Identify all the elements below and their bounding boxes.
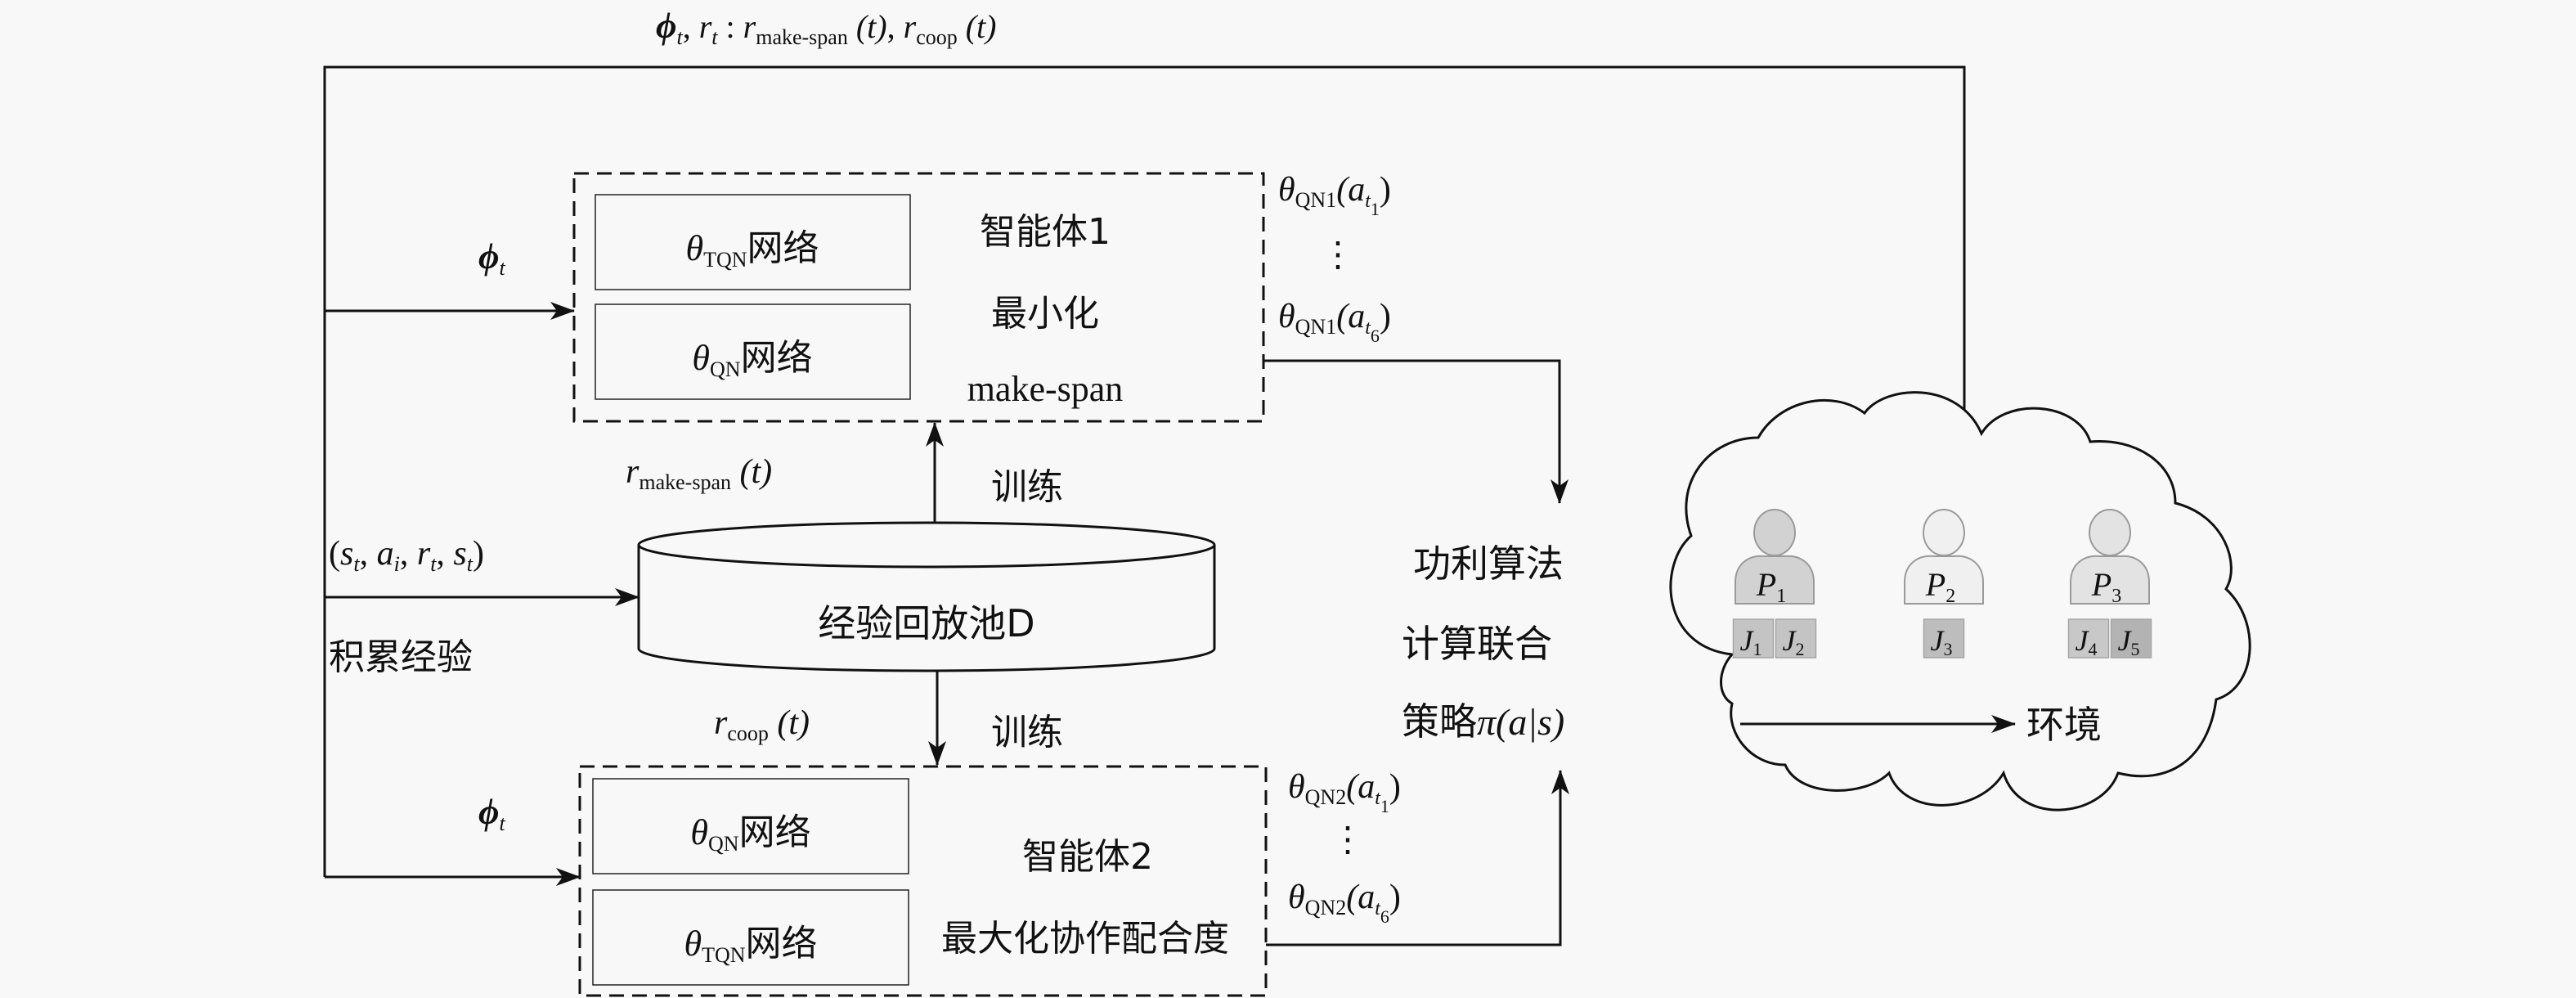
job-box-1: J1 [1732, 618, 1775, 659]
job-box-rect [1732, 618, 1775, 659]
agent1-output-ellipsis: ⋮ [1321, 236, 1355, 274]
agent2-output-ellipsis: ⋮ [1331, 821, 1365, 859]
agent2-output-q6: θQN2(at6) [1288, 879, 1401, 927]
job-label: J5 [2118, 624, 2140, 659]
agent2-qn-network-box [592, 778, 909, 874]
agent1-dashed-box [572, 172, 1265, 423]
person-body-icon [1735, 555, 1815, 605]
replay-buffer-body [637, 545, 1216, 672]
agent2-group: θQN网络 θTQN网络 智能体2 最大化协作配合度 [578, 765, 1268, 997]
phi-label-top: ϕt [478, 236, 505, 280]
transition-tuple-label: (st, ai, rt, st) [329, 535, 484, 576]
train-label-down: 训练 [991, 712, 1063, 753]
agent1-output-q6: θQN1(at6) [1278, 298, 1391, 346]
person-label: P1 [1756, 566, 1786, 607]
job-box-rect [1775, 618, 1817, 659]
agent2-goal: 最大化协作配合度 [941, 918, 1229, 960]
agent1-goal-line1: 最小化 [991, 293, 1099, 335]
person-label: P3 [2091, 566, 2121, 607]
job-box-rect [2067, 618, 2110, 659]
job-box-rect [1923, 618, 1965, 659]
agent1-output-arrow [1263, 359, 1568, 504]
job-box-4: J4 [2067, 618, 2110, 659]
feedback-label: ϕt, rt : rmake-span (t), rcoop (t) [656, 6, 997, 49]
policy-line2: 计算联合 [1402, 622, 1552, 666]
person-head-icon [1753, 509, 1796, 556]
feedback-loop-line [323, 65, 1966, 877]
replay-buffer-top [637, 521, 1216, 569]
agent1-goal-line2: make-span [967, 369, 1124, 409]
accumulate-experience-label: 积累经验 [329, 636, 473, 678]
person-head-icon [1923, 509, 1965, 556]
environment-label: 环境 [2026, 703, 2102, 747]
phi-label-bottom: ϕt [478, 792, 505, 835]
agent2-tqn-network-box [592, 889, 909, 986]
agent2-output-arrow [1266, 770, 1569, 946]
person-body-icon [2070, 555, 2150, 605]
job-label: J4 [2076, 624, 2098, 659]
person-body-icon [1904, 555, 1984, 605]
reward-coop-label: rcoop (t) [714, 704, 810, 745]
job-label: J3 [1931, 624, 1953, 659]
agent2-output-q1: θQN2(at1) [1288, 768, 1401, 816]
job-box-3: J3 [1923, 618, 1965, 659]
train-label-up: 训练 [991, 466, 1063, 508]
policy-line1: 功利算法 [1413, 542, 1564, 586]
agent1-output-q1: θQN1(at1) [1278, 171, 1391, 219]
person-label: P2 [1925, 566, 1955, 607]
replay-buffer: 经验回放池D [637, 521, 1216, 672]
job-box-rect [2110, 618, 2152, 659]
replay-buffer-label: 经验回放池D [818, 601, 1034, 645]
policy-line3: 策略π(a|s) [1402, 699, 1564, 744]
reward-makespan-label: rmake-span (t) [626, 453, 772, 494]
agent2-tqn-network-label: θTQN网络 [684, 923, 817, 967]
agent1-group: θTQN网络 θQN网络 智能体1 最小化 make-span [572, 172, 1265, 423]
agent1-qn-network-label: θQN网络 [692, 337, 812, 381]
job-label: J2 [1783, 624, 1805, 659]
agent1-title: 智能体1 [980, 211, 1111, 253]
person-head-icon [2089, 509, 2131, 556]
agent1-tqn-network-label: θTQN网络 [685, 227, 819, 272]
job-box-2: J2 [1775, 618, 1817, 659]
agent1-qn-network-box [595, 303, 911, 400]
job-label: J1 [1740, 624, 1762, 659]
agent1-tqn-network-box [595, 194, 911, 290]
agent2-qn-network-label: θQN网络 [690, 811, 810, 856]
job-box-5: J5 [2110, 618, 2152, 659]
agent2-title: 智能体2 [1022, 836, 1153, 878]
